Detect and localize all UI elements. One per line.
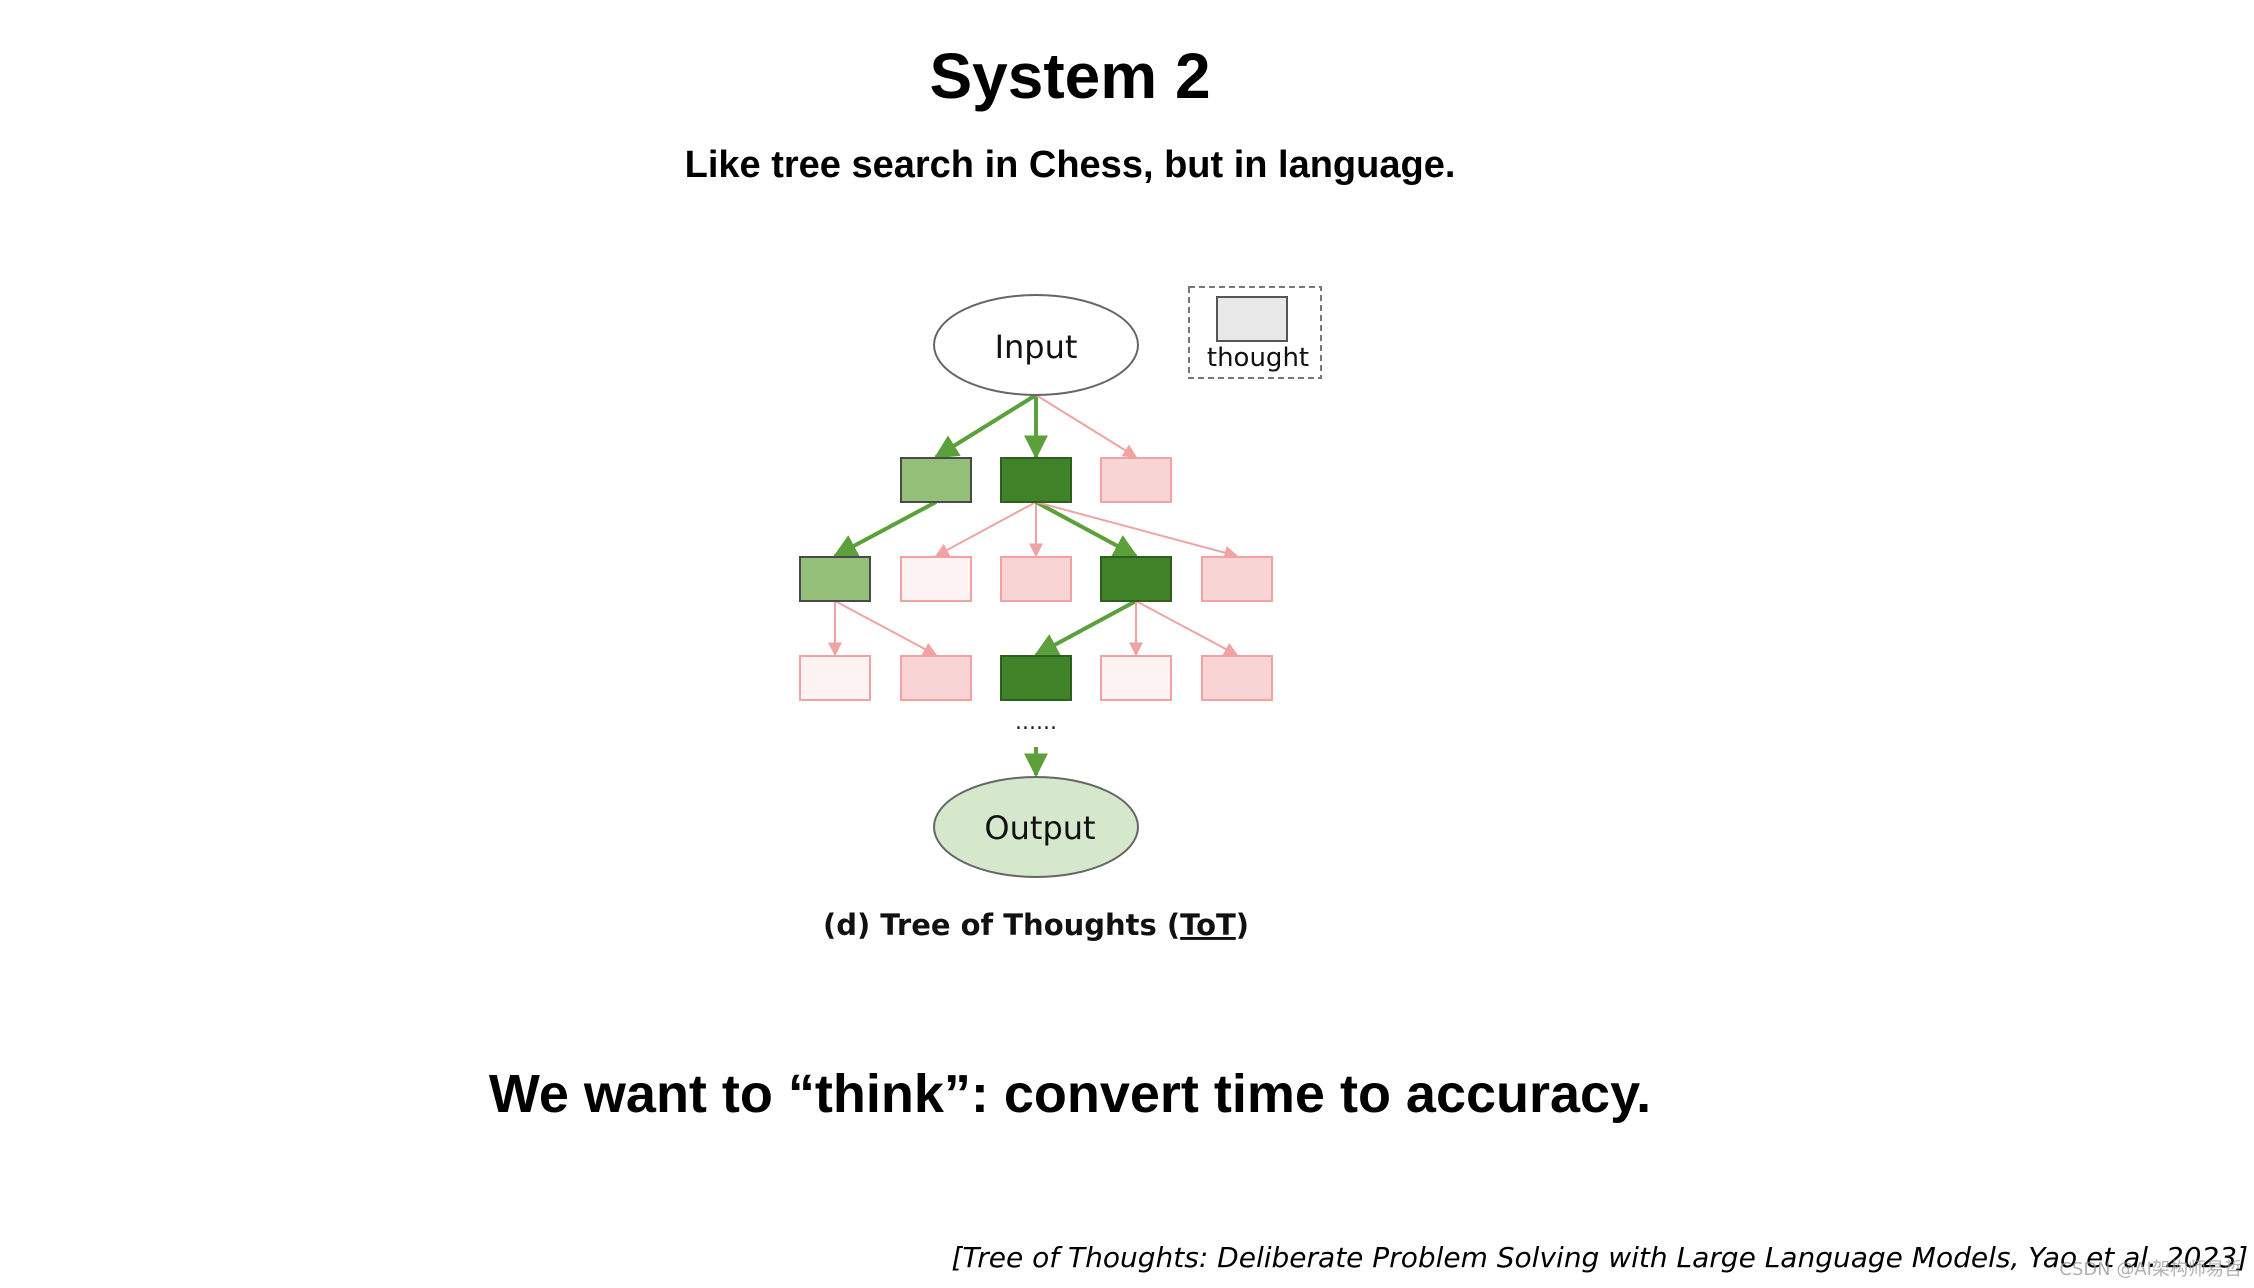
input-node: [933, 294, 1139, 396]
output-label: Output: [984, 809, 1095, 847]
input-label: Input: [995, 328, 1078, 366]
edge-l1-a-to-l2-a: [832, 500, 937, 558]
thought-node-l3-e: [1201, 655, 1273, 701]
thought-node-l1-a: [900, 457, 972, 503]
citation: [Tree of Thoughts: Deliberate Problem So…: [951, 1241, 2248, 1274]
caption-abbrev: ToT: [1180, 908, 1236, 942]
legend-thought-swatch: [1216, 296, 1288, 342]
edge-l2-d-to-l3-c: [1033, 599, 1137, 657]
thought-node-l2-c: [1000, 556, 1072, 602]
thought-node-l2-e: [1201, 556, 1273, 602]
continuation-ellipsis: ......: [1015, 710, 1057, 735]
edge-l2-d-to-l3-e: [1135, 600, 1239, 656]
edge-l1-b-to-l2-d: [1035, 500, 1139, 558]
slide-subtitle: Like tree search in Chess, but in langua…: [684, 144, 1456, 186]
output-node: [933, 776, 1139, 878]
thought-node-l2-b: [900, 556, 972, 602]
caption-suffix: ): [1236, 908, 1249, 942]
watermark: CSDN @AI架构师易哲: [2059, 1259, 2242, 1280]
thought-node-l2-d: [1100, 556, 1172, 602]
diagram-caption: (d) Tree of Thoughts (ToT): [823, 908, 1249, 942]
thought-node-l1-b: [1000, 457, 1072, 503]
edge-input-to-l1-c: [1035, 394, 1138, 458]
caption-prefix: (d) Tree of Thoughts (: [823, 908, 1180, 942]
thought-node-l3-c: [1000, 655, 1072, 701]
edge-input-to-l1-a: [933, 393, 1038, 459]
edge-l1-b-to-l2-e: [1035, 501, 1239, 560]
slide-title: System 2: [929, 40, 1211, 112]
nodes-layer: [799, 457, 1273, 701]
edges-layer: [828, 393, 1239, 778]
edge-l2-a-to-l3-b: [834, 600, 938, 656]
thought-node-l3-a: [799, 655, 871, 701]
edge-l1-b-to-l2-b: [934, 501, 1037, 557]
thought-node-l1-c: [1100, 457, 1172, 503]
thought-node-l2-a: [799, 556, 871, 602]
thought-node-l3-d: [1100, 655, 1172, 701]
thought-node-l3-b: [900, 655, 972, 701]
slide-tagline: We want to “think”: convert time to accu…: [488, 1064, 1652, 1124]
legend-thought-label: thought: [1207, 343, 1309, 373]
